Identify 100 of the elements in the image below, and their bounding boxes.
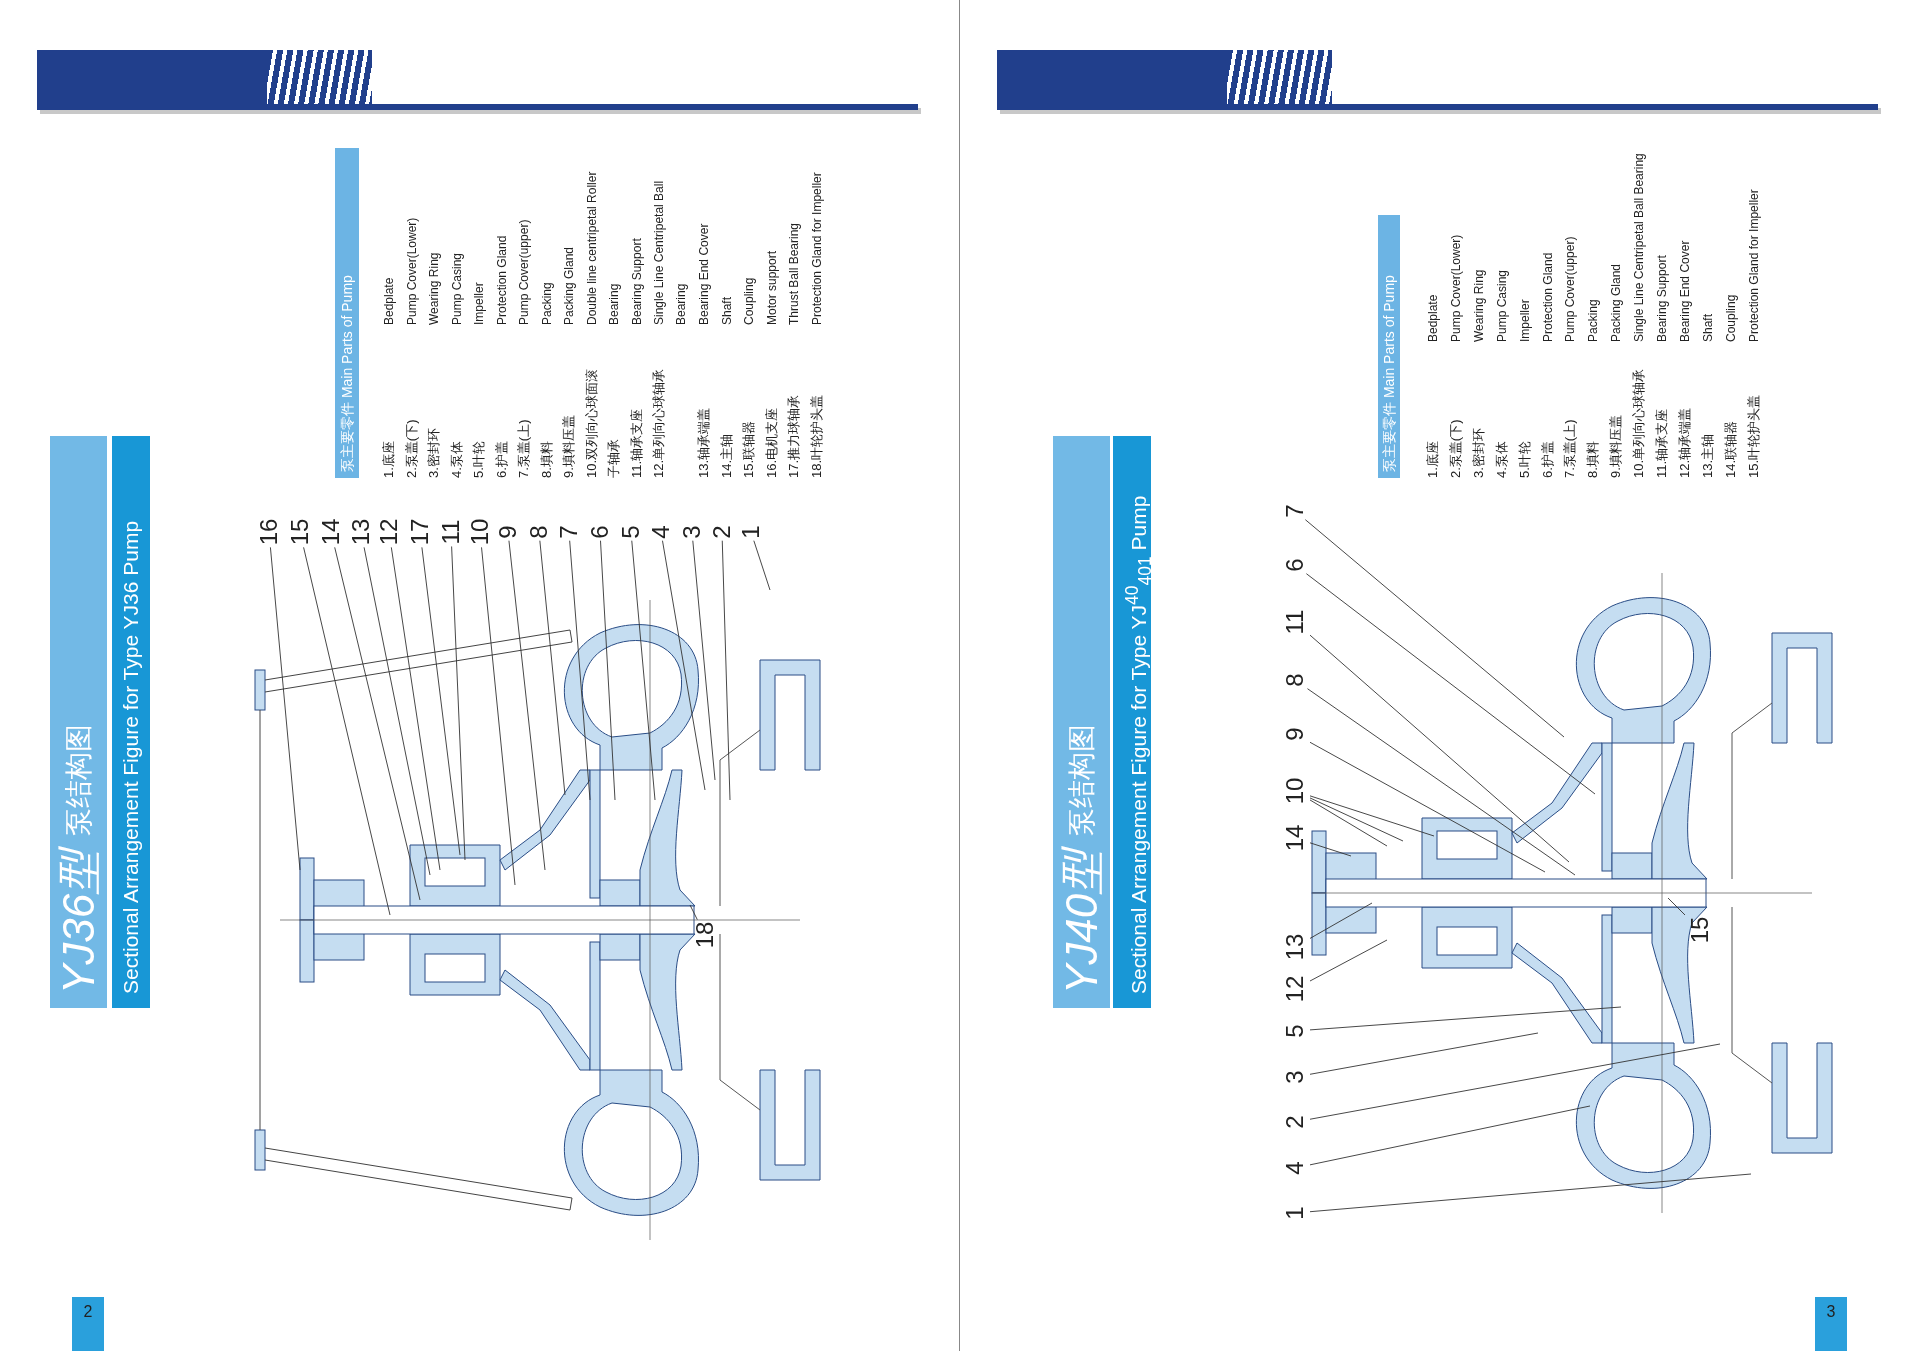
callout-number: 11 <box>1282 609 1308 635</box>
part-name: 8.填料 <box>1584 441 1602 478</box>
leader-line <box>1309 1173 1752 1213</box>
leader-line <box>631 540 656 801</box>
part-name: 3.密封环 <box>1469 428 1487 478</box>
part-name: Pump Cover(Lower) <box>403 217 420 325</box>
part-name: Bearing End Cover <box>696 223 712 325</box>
callout-number: 2 <box>709 525 735 539</box>
part-name: Bedplate <box>1425 294 1441 342</box>
part-name: Protection Gland for Impeller <box>1745 189 1762 342</box>
part-name: Coupling <box>741 277 757 325</box>
leader-line <box>421 546 461 856</box>
pump-section-drawing <box>254 599 821 1241</box>
part-name: 15.联轴器 <box>740 420 757 478</box>
part-name: 5.叶轮 <box>470 441 487 478</box>
callout-number: 14 <box>318 518 344 546</box>
part-name: Single Line Centripetal Ball Bearing <box>1631 153 1648 342</box>
callout-number: 5 <box>618 525 644 539</box>
part-name: Packing Gland <box>561 246 577 325</box>
part-name: 1.底座 <box>1424 441 1441 478</box>
callout-number: 16 <box>256 518 282 546</box>
callout-number: 17 <box>407 518 433 546</box>
part-name: 3.密封环 <box>425 428 442 478</box>
leader-line <box>1309 1006 1622 1031</box>
part-name: 4.泵体 <box>1492 441 1510 478</box>
part-name: 14.联轴器 <box>1721 420 1739 478</box>
part-name: Coupling <box>1722 294 1739 342</box>
part-name: Shaft <box>1699 313 1716 342</box>
leader-line <box>1309 799 1388 847</box>
callout-number: 18 <box>692 921 718 949</box>
leader-line <box>1309 902 1373 939</box>
callout-number: 13 <box>1282 933 1308 961</box>
part-name: Wearing Ring <box>426 252 442 325</box>
leader-line <box>692 540 716 781</box>
part-name: 6.护盖 <box>1538 441 1556 478</box>
part-name: 11.轴承支座 <box>1653 408 1670 478</box>
part-name: 16.电机支座 <box>762 407 780 478</box>
callout-number: 5 <box>1282 1024 1308 1038</box>
part-name: Thrust Ball Bearing <box>786 222 802 325</box>
callout-number: 8 <box>526 525 552 539</box>
part-name: Bearing Support <box>1654 255 1670 342</box>
page-number: 3 <box>1815 1297 1847 1351</box>
callout-number: 13 <box>348 518 374 546</box>
callout-number: 1 <box>1282 1206 1308 1220</box>
leader-line <box>539 540 566 796</box>
leader-line <box>1309 634 1570 863</box>
part-name: Pump Cover(Lower) <box>1447 234 1464 342</box>
part-name: Wearing Ring <box>1470 269 1487 342</box>
leader-line <box>363 546 431 876</box>
callout-number: 7 <box>556 525 582 539</box>
title-text: 泵结构图 <box>1064 723 1098 836</box>
callout-number: 3 <box>679 525 705 539</box>
leader-line <box>1309 741 1546 873</box>
callout-number: 8 <box>1282 673 1308 687</box>
leader-line <box>334 546 421 901</box>
part-name: 8.填料 <box>537 441 555 478</box>
part-name: 11.轴承支座 <box>627 408 645 478</box>
part-name: Protection Gland for Impeller <box>808 172 825 325</box>
part-name: 18.叶轮护头盖 <box>807 394 825 478</box>
leader-line <box>303 546 391 916</box>
part-name: Pump Cover(upper) <box>516 219 532 325</box>
list-header: 泵主要零件 Main Parts of Pump <box>335 148 359 478</box>
part-name: 12.轴承端盖 <box>1675 407 1693 478</box>
callout-number: 12 <box>1282 975 1308 1003</box>
part-name: Bearing Support <box>628 238 645 325</box>
callout-number: 7 <box>1282 504 1308 518</box>
leader-line <box>689 904 698 921</box>
callout-number: 14 <box>1282 824 1308 852</box>
pump-section-drawing <box>1311 572 1833 1214</box>
part-name: 2.泵盖(下) <box>402 419 420 478</box>
part-name: 10.单列向心球轴承 <box>1630 368 1648 478</box>
leader-line <box>390 546 441 871</box>
leader-line <box>451 546 466 861</box>
callout-number: 4 <box>1282 1161 1308 1175</box>
leader-line <box>1305 573 1596 795</box>
leader-line <box>1309 939 1388 982</box>
list-header: 泵主要零件 Main Parts of Pump <box>1378 215 1400 478</box>
callout-number: 4 <box>648 525 674 539</box>
part-name: 2.泵盖(下) <box>1446 419 1464 478</box>
subtitle-band: Sectional Arrangement Figure for Type YJ36 Pump <box>112 436 150 1008</box>
part-name: Impeller <box>1516 299 1533 342</box>
leader-line <box>1309 1043 1721 1120</box>
leader-line <box>569 540 591 801</box>
callout-number: 12 <box>376 518 402 546</box>
callout-number: 9 <box>495 525 521 539</box>
leader-line <box>481 546 516 886</box>
part-name: Pump Casing <box>1493 269 1510 342</box>
leader-line <box>1304 519 1565 738</box>
leader-line <box>600 540 616 801</box>
part-name: 7.泵盖(上) <box>1561 419 1579 478</box>
part-name: 5.叶轮 <box>1515 441 1533 478</box>
leader-line <box>721 540 731 801</box>
part-name: 10.双列向心球面滚子轴承 <box>582 367 622 478</box>
page-number: 2 <box>72 1297 104 1351</box>
leader-line <box>508 540 546 871</box>
part-name: Protection Gland <box>493 235 510 325</box>
part-name: Double line centripetal Roller Bearing <box>583 170 622 325</box>
callout-number: 3 <box>1282 1070 1308 1084</box>
callout-number: 10 <box>467 518 493 546</box>
callout-number: 11 <box>438 519 464 545</box>
